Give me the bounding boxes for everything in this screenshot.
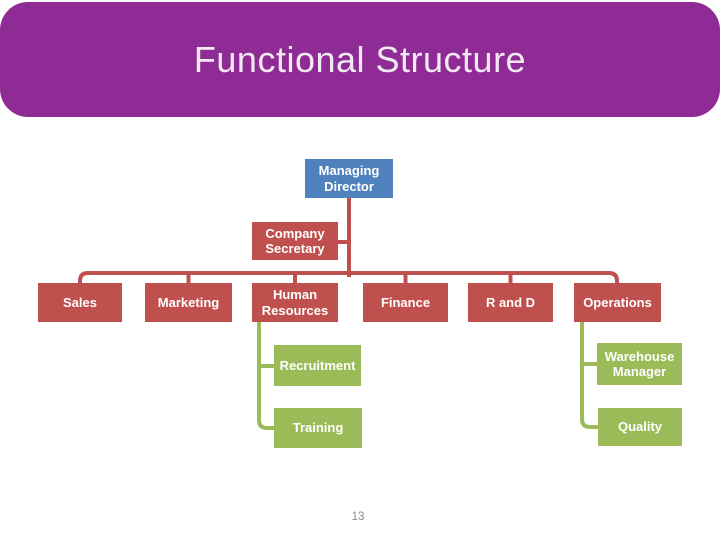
org-box-training: Training [274, 408, 362, 448]
org-box-label: Quality [617, 419, 663, 435]
org-box-label: Company Secretary [265, 225, 325, 256]
org-box-finance: Finance [363, 283, 448, 322]
org-box-label: Sales [63, 294, 97, 310]
org-box-label: Warehouse Manager [604, 348, 675, 379]
org-box-label: Training [292, 420, 344, 436]
org-box-quality: Quality [598, 408, 682, 446]
org-box-r-and-d: R and D [468, 283, 553, 322]
org-box-warehouse-manager: Warehouse Manager [597, 343, 682, 385]
org-box-human-resources: Human Resources [252, 283, 338, 322]
org-box-marketing: Marketing [145, 283, 232, 322]
slide-title-banner: Functional Structure [0, 2, 720, 117]
org-box-label: Marketing [157, 294, 220, 310]
org-box-label: Managing Director [318, 163, 380, 194]
org-box-operations: Operations [574, 283, 661, 322]
org-box-label: Human Resources [261, 287, 329, 318]
org-box-company-secretary: Company Secretary [252, 222, 338, 260]
org-box-label: Recruitment [279, 357, 356, 373]
org-box-recruitment: Recruitment [274, 345, 361, 386]
org-box-label: Finance [380, 294, 431, 310]
page-number: 13 [351, 511, 365, 523]
slide-title: Functional Structure [193, 38, 527, 80]
org-box-label: Operations [583, 294, 652, 310]
green-connector-lines [257, 322, 598, 430]
org-box-sales: Sales [38, 283, 122, 322]
org-box-managing-director: Managing Director [305, 159, 393, 198]
org-box-label: R and D [485, 294, 536, 310]
red-connector-lines [78, 197, 619, 284]
